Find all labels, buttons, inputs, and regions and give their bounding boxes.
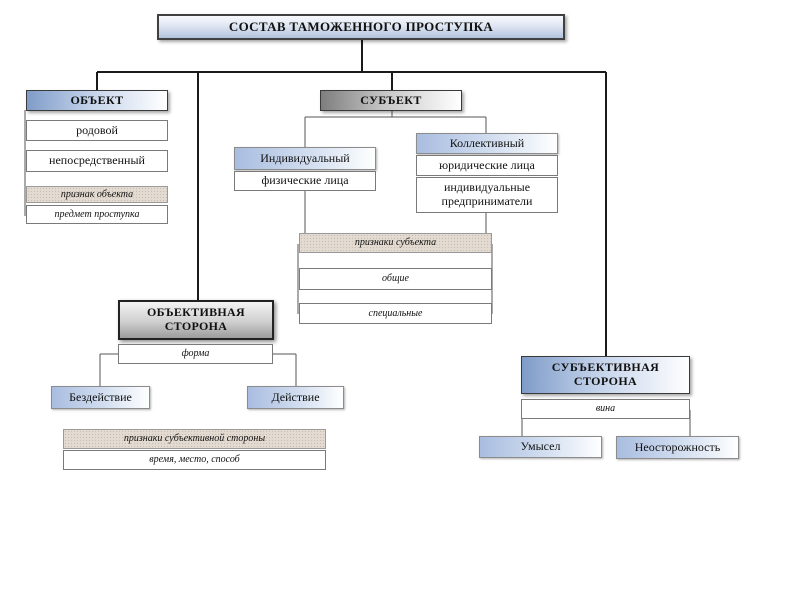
subjective-side-intent: Умысел	[479, 436, 602, 458]
objective-side-inaction: Бездействие	[51, 386, 150, 409]
objective-side-header-text: ОБЪЕКТИВНАЯ СТОРОНА	[146, 305, 245, 333]
subject-collective: Коллективный	[416, 133, 558, 154]
objective-side-form: форма	[118, 344, 273, 364]
subject-legal-entities: юридические лица	[416, 155, 558, 176]
subject-entrepreneurs: индивидуальные предприниматели	[416, 177, 558, 213]
object-direct: непосредственный	[26, 150, 168, 172]
subjective-side-guilt: вина	[521, 399, 690, 419]
subject-sign-special: специальные	[299, 303, 492, 324]
subjective-side-negligence: Неосторожность	[616, 436, 739, 459]
subject-header: СУБЪЕКТ	[320, 90, 462, 111]
diagram-title: СОСТАВ ТАМОЖЕННОГО ПРОСТУПКА	[157, 14, 565, 40]
objective-side-action: Действие	[247, 386, 344, 409]
object-sign-value: предмет проступка	[26, 205, 168, 224]
subjective-side-header-text: СУБЪЕКТИВНАЯ СТОРОНА	[551, 360, 660, 388]
subjective-side-header: СУБЪЕКТИВНАЯ СТОРОНА	[521, 356, 690, 394]
object-sign-label: признак объекта	[26, 186, 168, 203]
object-generic: родовой	[26, 120, 168, 141]
objective-side-signs-value: время, место, способ	[63, 450, 326, 470]
objective-side-signs-label: признаки субъективной стороны	[63, 429, 326, 449]
subject-individual: Индивидуальный	[234, 147, 376, 170]
subject-individual-persons: физические лица	[234, 171, 376, 191]
subject-sign-general: общие	[299, 268, 492, 290]
objective-side-header: ОБЪЕКТИВНАЯ СТОРОНА	[118, 300, 274, 340]
subject-signs-label: признаки субъекта	[299, 233, 492, 253]
object-header: ОБЪЕКТ	[26, 90, 168, 111]
